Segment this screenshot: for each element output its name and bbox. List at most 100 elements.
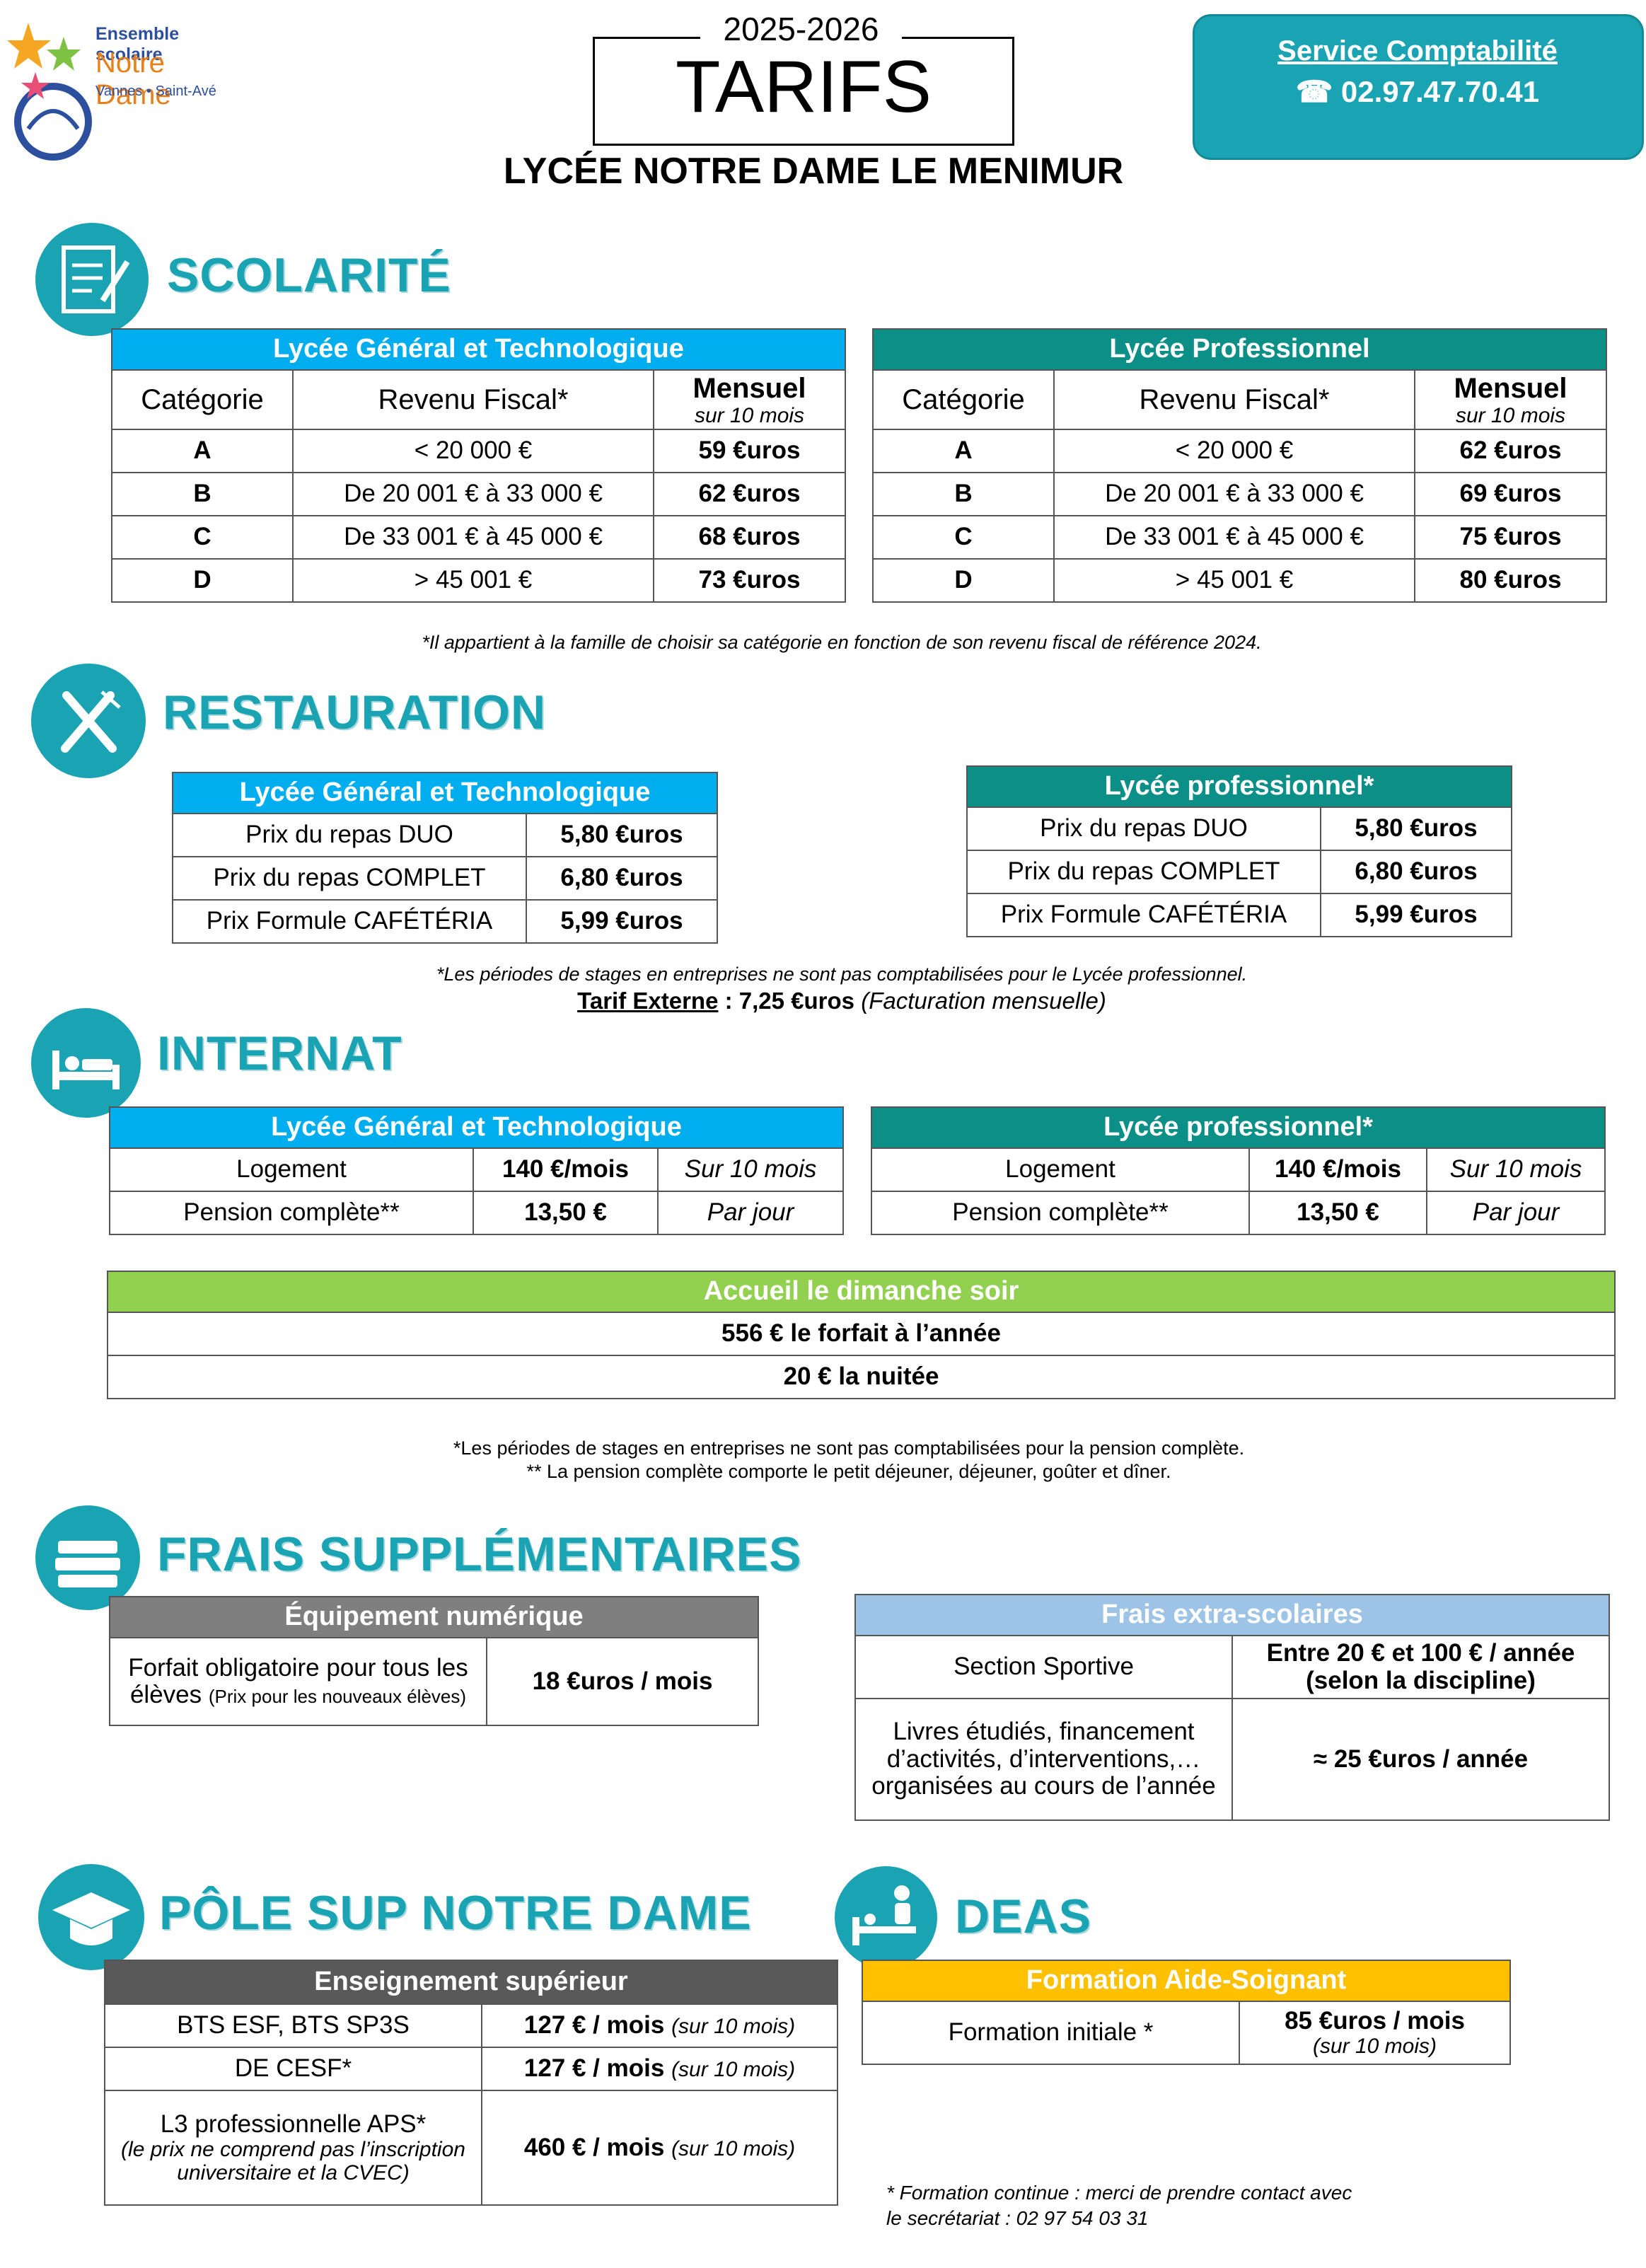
contact-box xyxy=(1193,14,1644,160)
dimanche-table: Accueil le dimanche soir 556 € le forfai… xyxy=(107,1271,1616,1399)
scolarite-lgt-table: Lycée Général et Technologique Catégorie… xyxy=(110,328,847,603)
prix: 75 €uros xyxy=(1413,515,1608,560)
internat-icon xyxy=(31,1008,141,1118)
scolarite-note: *Il appartient à la famille de choisir s… xyxy=(422,632,1262,653)
extra-row2-label: Livres étudiés, financement d’activités,… xyxy=(854,1698,1233,1821)
internat-lp-header: Lycée professionnel* xyxy=(870,1106,1606,1149)
numerique-table: Équipement numérique Forfait obligatoire… xyxy=(109,1596,759,1726)
deas-header: Formation Aide-Soignant xyxy=(862,1960,1511,2002)
numerique-prix: 18 €uros / mois xyxy=(486,1637,759,1726)
prix: 5,99 €uros xyxy=(1320,893,1512,937)
cat: B xyxy=(872,472,1055,516)
table-row: Pension complète**13,50 €Par jour xyxy=(871,1191,1606,1235)
prix-cell: 127 € / mois (sur 10 mois) xyxy=(481,2047,838,2091)
cat: A xyxy=(872,429,1055,473)
extra-row1-label: Section Sportive xyxy=(854,1635,1233,1699)
revenu: De 20 001 € à 33 000 € xyxy=(1053,472,1415,516)
col-revenu: Revenu Fiscal* xyxy=(1053,369,1415,430)
table-row: D> 45 001 €73 €uros xyxy=(111,558,847,603)
internat-note-2: ** La pension complète comporte le petit… xyxy=(526,1461,1171,1482)
tarif-externe-note: (Facturation mensuelle) xyxy=(861,988,1106,1014)
forfait: 556 € le forfait à l’année xyxy=(107,1312,1616,1356)
periode: Par jour xyxy=(656,1191,845,1235)
revenu: De 20 001 € à 33 000 € xyxy=(292,472,654,516)
deas-table: Formation Aide-Soignant Formation initia… xyxy=(862,1960,1511,2065)
table-row: D> 45 001 €80 €uros xyxy=(872,558,1608,603)
contact-label[interactable]: Service Comptabilité xyxy=(1277,35,1558,66)
dimanche-header: Accueil le dimanche soir xyxy=(107,1271,1616,1313)
table-row: Forfait obligatoire pour tous les élèves… xyxy=(109,1637,759,1726)
tarif-externe-value: : 7,25 €uros xyxy=(718,988,862,1014)
restauration-lgt-table: Lycée Général et Technologique Prix du r… xyxy=(172,772,718,944)
prix: 62 €uros xyxy=(1413,429,1608,473)
label: DE CESF* xyxy=(104,2047,482,2091)
deas-periode: (sur 10 mois) xyxy=(1312,2035,1437,2059)
numerique-label: Forfait obligatoire pour tous les élèves… xyxy=(109,1637,487,1726)
scolarite-icon xyxy=(35,223,149,336)
numerique-header: Équipement numérique xyxy=(109,1596,759,1638)
contact-phone[interactable]: ☎ 02.97.47.70.41 xyxy=(1295,75,1540,108)
prix-cell: 460 € / mois (sur 10 mois) xyxy=(481,2090,838,2206)
prix: 5,80 €uros xyxy=(526,813,718,857)
col-categorie: Catégorie xyxy=(872,369,1055,430)
tarif-externe-label: Tarif Externe xyxy=(577,988,719,1014)
label: L3 professionnelle APS* xyxy=(160,2110,427,2138)
prix: 5,99 €uros xyxy=(526,899,718,944)
extra-row1-prix: Entre 20 € et 100 € / année (selon la di… xyxy=(1231,1635,1611,1699)
label: Prix du repas COMPLET xyxy=(172,856,527,901)
prix: 13,50 € xyxy=(1248,1191,1427,1235)
periode: Par jour xyxy=(1425,1191,1606,1235)
logo-emblem-icon xyxy=(7,23,92,161)
label: Prix du repas DUO xyxy=(172,813,527,857)
revenu: < 20 000 € xyxy=(1053,429,1415,473)
prix: 140 €/mois xyxy=(473,1147,659,1192)
scolarite-title: SCOLARITÉ xyxy=(167,248,451,302)
periode: (sur 10 mois) xyxy=(671,2058,796,2082)
restauration-note: *Les périodes de stages en entreprises n… xyxy=(436,964,1248,985)
internat-lgt-header: Lycée Général et Technologique xyxy=(108,1106,845,1149)
col-categorie: Catégorie xyxy=(111,369,294,430)
logo-line2: Notre Dame xyxy=(95,47,171,110)
revenu: De 33 001 € à 45 000 € xyxy=(292,515,654,560)
scolarite-lp-header: Lycée Professionnel xyxy=(871,328,1608,371)
pole-sup-header: Enseignement supérieur xyxy=(104,1960,838,2005)
label-small: (le prix ne comprend pas l’inscription u… xyxy=(121,2138,465,2185)
pole-sup-icon xyxy=(38,1864,144,1970)
frais-title: FRAIS SUPPLÉMENTAIRES xyxy=(157,1527,802,1581)
frais-icon xyxy=(35,1505,140,1610)
pole-sup-title: PÔLE SUP NOTRE DAME xyxy=(159,1886,752,1940)
deas-note-1: * Formation continue : merci de prendre … xyxy=(886,2182,1352,2204)
numerique-label-main: Forfait obligatoire pour tous les élèves xyxy=(128,1653,468,1708)
label: Logement xyxy=(109,1147,474,1192)
deas-prix: 85 €uros / mois xyxy=(1285,2006,1465,2035)
page-subtitle: LYCÉE NOTRE DAME LE MENIMUR xyxy=(503,151,1124,192)
cat: D xyxy=(111,558,294,603)
prix: 68 €uros xyxy=(652,515,847,560)
periode: Sur 10 mois xyxy=(1425,1147,1606,1192)
school-logo: Ensemble scolaire Notre Dame Vannes • Sa… xyxy=(7,8,240,164)
cat: A xyxy=(111,429,294,473)
col-mensuel-label: Mensuel xyxy=(692,372,806,404)
prix: 460 € / mois xyxy=(523,2133,665,2161)
prix: 6,80 €uros xyxy=(1320,850,1512,894)
internat-note-1: *Les périodes de stages en entreprises n… xyxy=(453,1437,1245,1459)
cat: C xyxy=(111,515,294,560)
table-row: 20 € la nuitée xyxy=(107,1355,1616,1399)
label: Pension complète** xyxy=(109,1191,474,1235)
prix: 127 € / mois xyxy=(523,2054,665,2083)
label: Prix Formule CAFÉTÉRIA xyxy=(966,893,1321,937)
prix: 62 €uros xyxy=(652,472,847,516)
periode: (sur 10 mois) xyxy=(671,2136,796,2160)
tarif-externe: Tarif Externe : 7,25 €uros (Facturation … xyxy=(212,988,1471,1014)
label: Prix du repas COMPLET xyxy=(966,850,1321,894)
label: Pension complète** xyxy=(871,1191,1250,1235)
